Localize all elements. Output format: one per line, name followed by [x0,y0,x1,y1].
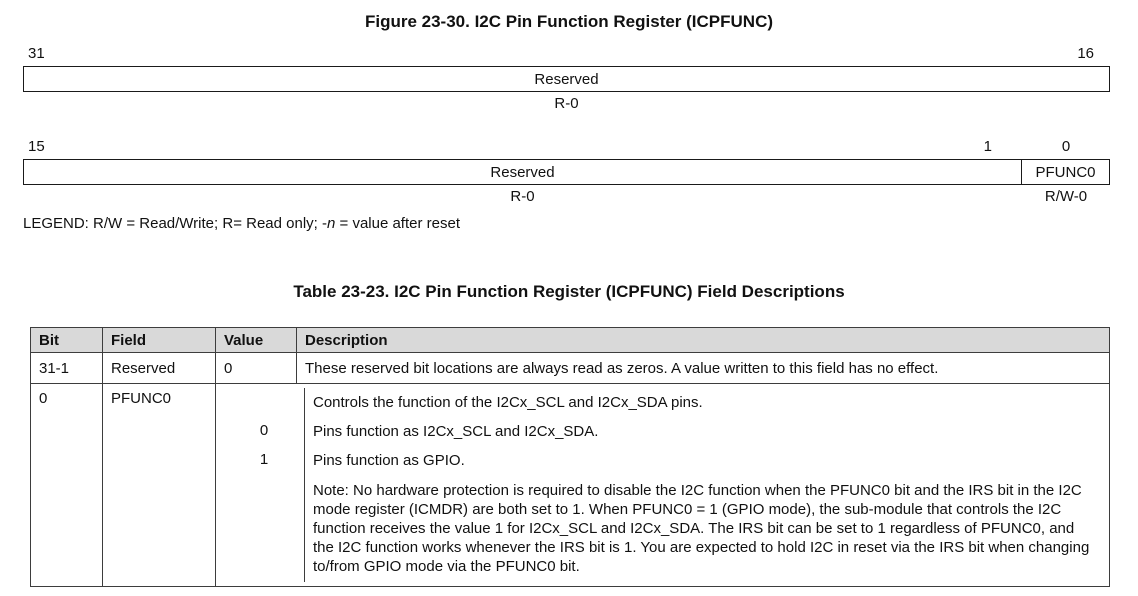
figure-title: Figure 23-30. I2C Pin Function Register … [364,12,774,31]
subrow-value: 1 [224,446,305,476]
cell-value-reserved: 0 [215,352,297,384]
bit-label-16: 16 [1077,45,1094,62]
bit-number-row-lower: 15 1 0 [23,138,1110,156]
subrow-pfunc0-value-0: 0 Pins function as I2Cx_SCL and I2Cx_SDA… [224,417,1101,447]
subrow-description: Pins function as GPIO. [313,452,465,470]
cell-bit-0: 0 [30,383,103,587]
header-cell-bit: Bit [30,327,103,353]
subrow-description: Note: No hardware protection is required… [313,481,1090,576]
table-row-pfunc0: 0 PFUNC0 Controls the function of the I2… [30,383,1110,587]
bit-label-1: 1 [983,138,992,155]
subrow-description: Controls the function of the I2Cx_SCL an… [313,394,703,411]
cell-bit-31-1: 31-1 [30,352,103,384]
header-cell-value: Value [215,327,297,353]
subrow-pfunc0-note: Note: No hardware protection is required… [224,475,1101,582]
table-row-reserved: 31-1 Reserved 0 These reserved bit locat… [30,352,1110,384]
legend-text-prefix: LEGEND: R/W = Read/Write; R= Read only; … [23,215,327,232]
legend-italic-n: n [327,215,336,232]
register-diagram: 31 16 Reserved R-0 15 1 0 Reserved PFUNC… [23,45,1110,206]
access-label-reserved-upper: R-0 [554,95,579,112]
subrow-value: 0 [224,417,305,447]
cell-description-reserved: These reserved bit locations are always … [296,352,1110,384]
header-cell-description: Description [296,327,1110,353]
legend-text-suffix: = value after reset [335,215,461,232]
register-box-upper: Reserved [23,66,1110,92]
bit-label-0: 0 [1061,138,1071,155]
header-cell-field: Field [102,327,216,353]
access-label-reserved-lower: R-0 [510,188,535,205]
cell-pfunc0-value-descriptions: Controls the function of the I2Cx_SCL an… [215,383,1110,587]
cell-field-pfunc0: PFUNC0 [102,383,216,587]
field-cell-pfunc0: PFUNC0 [1021,160,1109,184]
table-header-row: Bit Field Value Description [30,327,1110,353]
access-row-upper: R-0 [23,95,1110,113]
legend: LEGEND: R/W = Read/Write; R= Read only; … [23,215,1138,232]
access-label-pfunc0: R/W-0 [1044,188,1088,205]
table-title: Table 23-23. I2C Pin Function Register (… [293,282,845,301]
cell-field-reserved: Reserved [102,352,216,384]
subrow-pfunc0-value-1: 1 Pins function as GPIO. [224,446,1101,476]
access-row-lower: R-0 R/W-0 [23,188,1110,206]
subrow-description: Pins function as I2Cx_SCL and I2Cx_SDA. [313,423,599,441]
subrow-value [224,388,305,418]
bit-label-15: 15 [28,138,45,155]
bit-number-row-upper: 31 16 [23,45,1110,63]
subrow-pfunc0-summary: Controls the function of the I2Cx_SCL an… [224,388,1101,418]
field-cell-reserved-lower: Reserved [490,163,555,181]
field-cell-reserved-upper: Reserved [534,70,599,88]
register-box-lower: Reserved PFUNC0 [23,159,1110,185]
bit-label-31: 31 [28,45,45,62]
field-descriptions-table: Bit Field Value Description 31-1 Reserve… [30,327,1110,587]
subrow-value [224,475,305,582]
